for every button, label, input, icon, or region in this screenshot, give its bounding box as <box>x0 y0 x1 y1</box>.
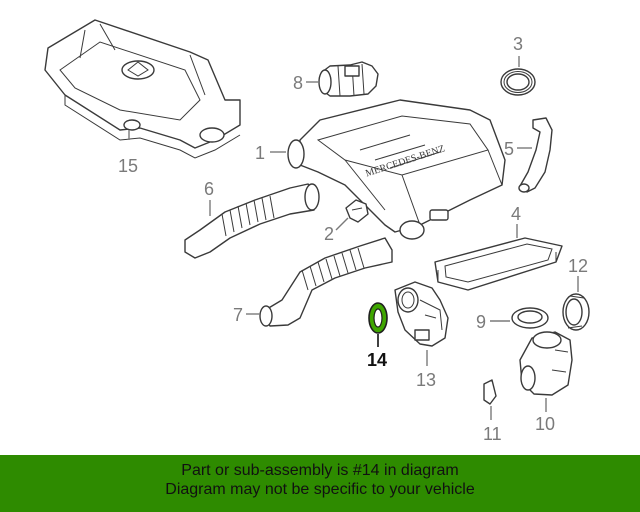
callout-12[interactable]: 12 <box>568 256 588 276</box>
banner-line-1: Part or sub-assembly is #14 in diagram <box>181 462 459 479</box>
callout-13[interactable]: 13 <box>416 370 436 390</box>
callout-10[interactable]: 10 <box>535 414 555 434</box>
part-2-bracket[interactable] <box>345 199 369 223</box>
part-1-air-cleaner-housing[interactable]: MERCEDES-BENZ <box>287 99 506 240</box>
part-6-intake-duct[interactable] <box>184 183 320 259</box>
callout-4[interactable]: 4 <box>511 204 521 224</box>
part-4-air-filter[interactable] <box>434 237 563 291</box>
info-banner: Part or sub-assembly is #14 in diagram D… <box>0 455 640 512</box>
part-7-intake-hose[interactable] <box>259 237 393 327</box>
part-8-air-flow-sensor[interactable] <box>318 61 379 97</box>
callout-3[interactable]: 3 <box>513 34 523 54</box>
part-3-gasket-ring[interactable] <box>500 68 536 96</box>
banner-line-2: Diagram may not be specific to your vehi… <box>165 481 475 498</box>
callout-1[interactable]: 1 <box>255 143 265 163</box>
callout-7[interactable]: 7 <box>233 305 243 325</box>
part-11-clip[interactable] <box>483 379 497 405</box>
part-15-engine-cover[interactable] <box>44 19 241 159</box>
callout-8[interactable]: 8 <box>293 73 303 93</box>
part-13-throttle-body[interactable] <box>394 281 449 347</box>
part-5-breather-hose[interactable] <box>518 117 553 193</box>
callout-5[interactable]: 5 <box>504 139 514 159</box>
callout-11[interactable]: 11 <box>483 424 502 444</box>
callout-9[interactable]: 9 <box>476 312 486 332</box>
callout-15[interactable]: 15 <box>118 156 138 176</box>
callout-14[interactable]: 14 <box>367 350 387 370</box>
part-10-connector[interactable] <box>519 331 573 396</box>
part-9-clamp-ring[interactable] <box>511 307 549 329</box>
exploded-parts-diagram: MERCEDES-BENZ <box>44 19 590 444</box>
part-14-seal-highlighted[interactable] <box>368 302 388 334</box>
callout-labels: 8 3 1 5 15 6 2 4 12 7 14 13 9 10 11 <box>118 34 588 444</box>
leader-lines <box>128 56 579 420</box>
callout-2[interactable]: 2 <box>324 224 334 244</box>
callout-6[interactable]: 6 <box>204 179 214 199</box>
part-12-clamp-collar[interactable] <box>562 293 590 331</box>
